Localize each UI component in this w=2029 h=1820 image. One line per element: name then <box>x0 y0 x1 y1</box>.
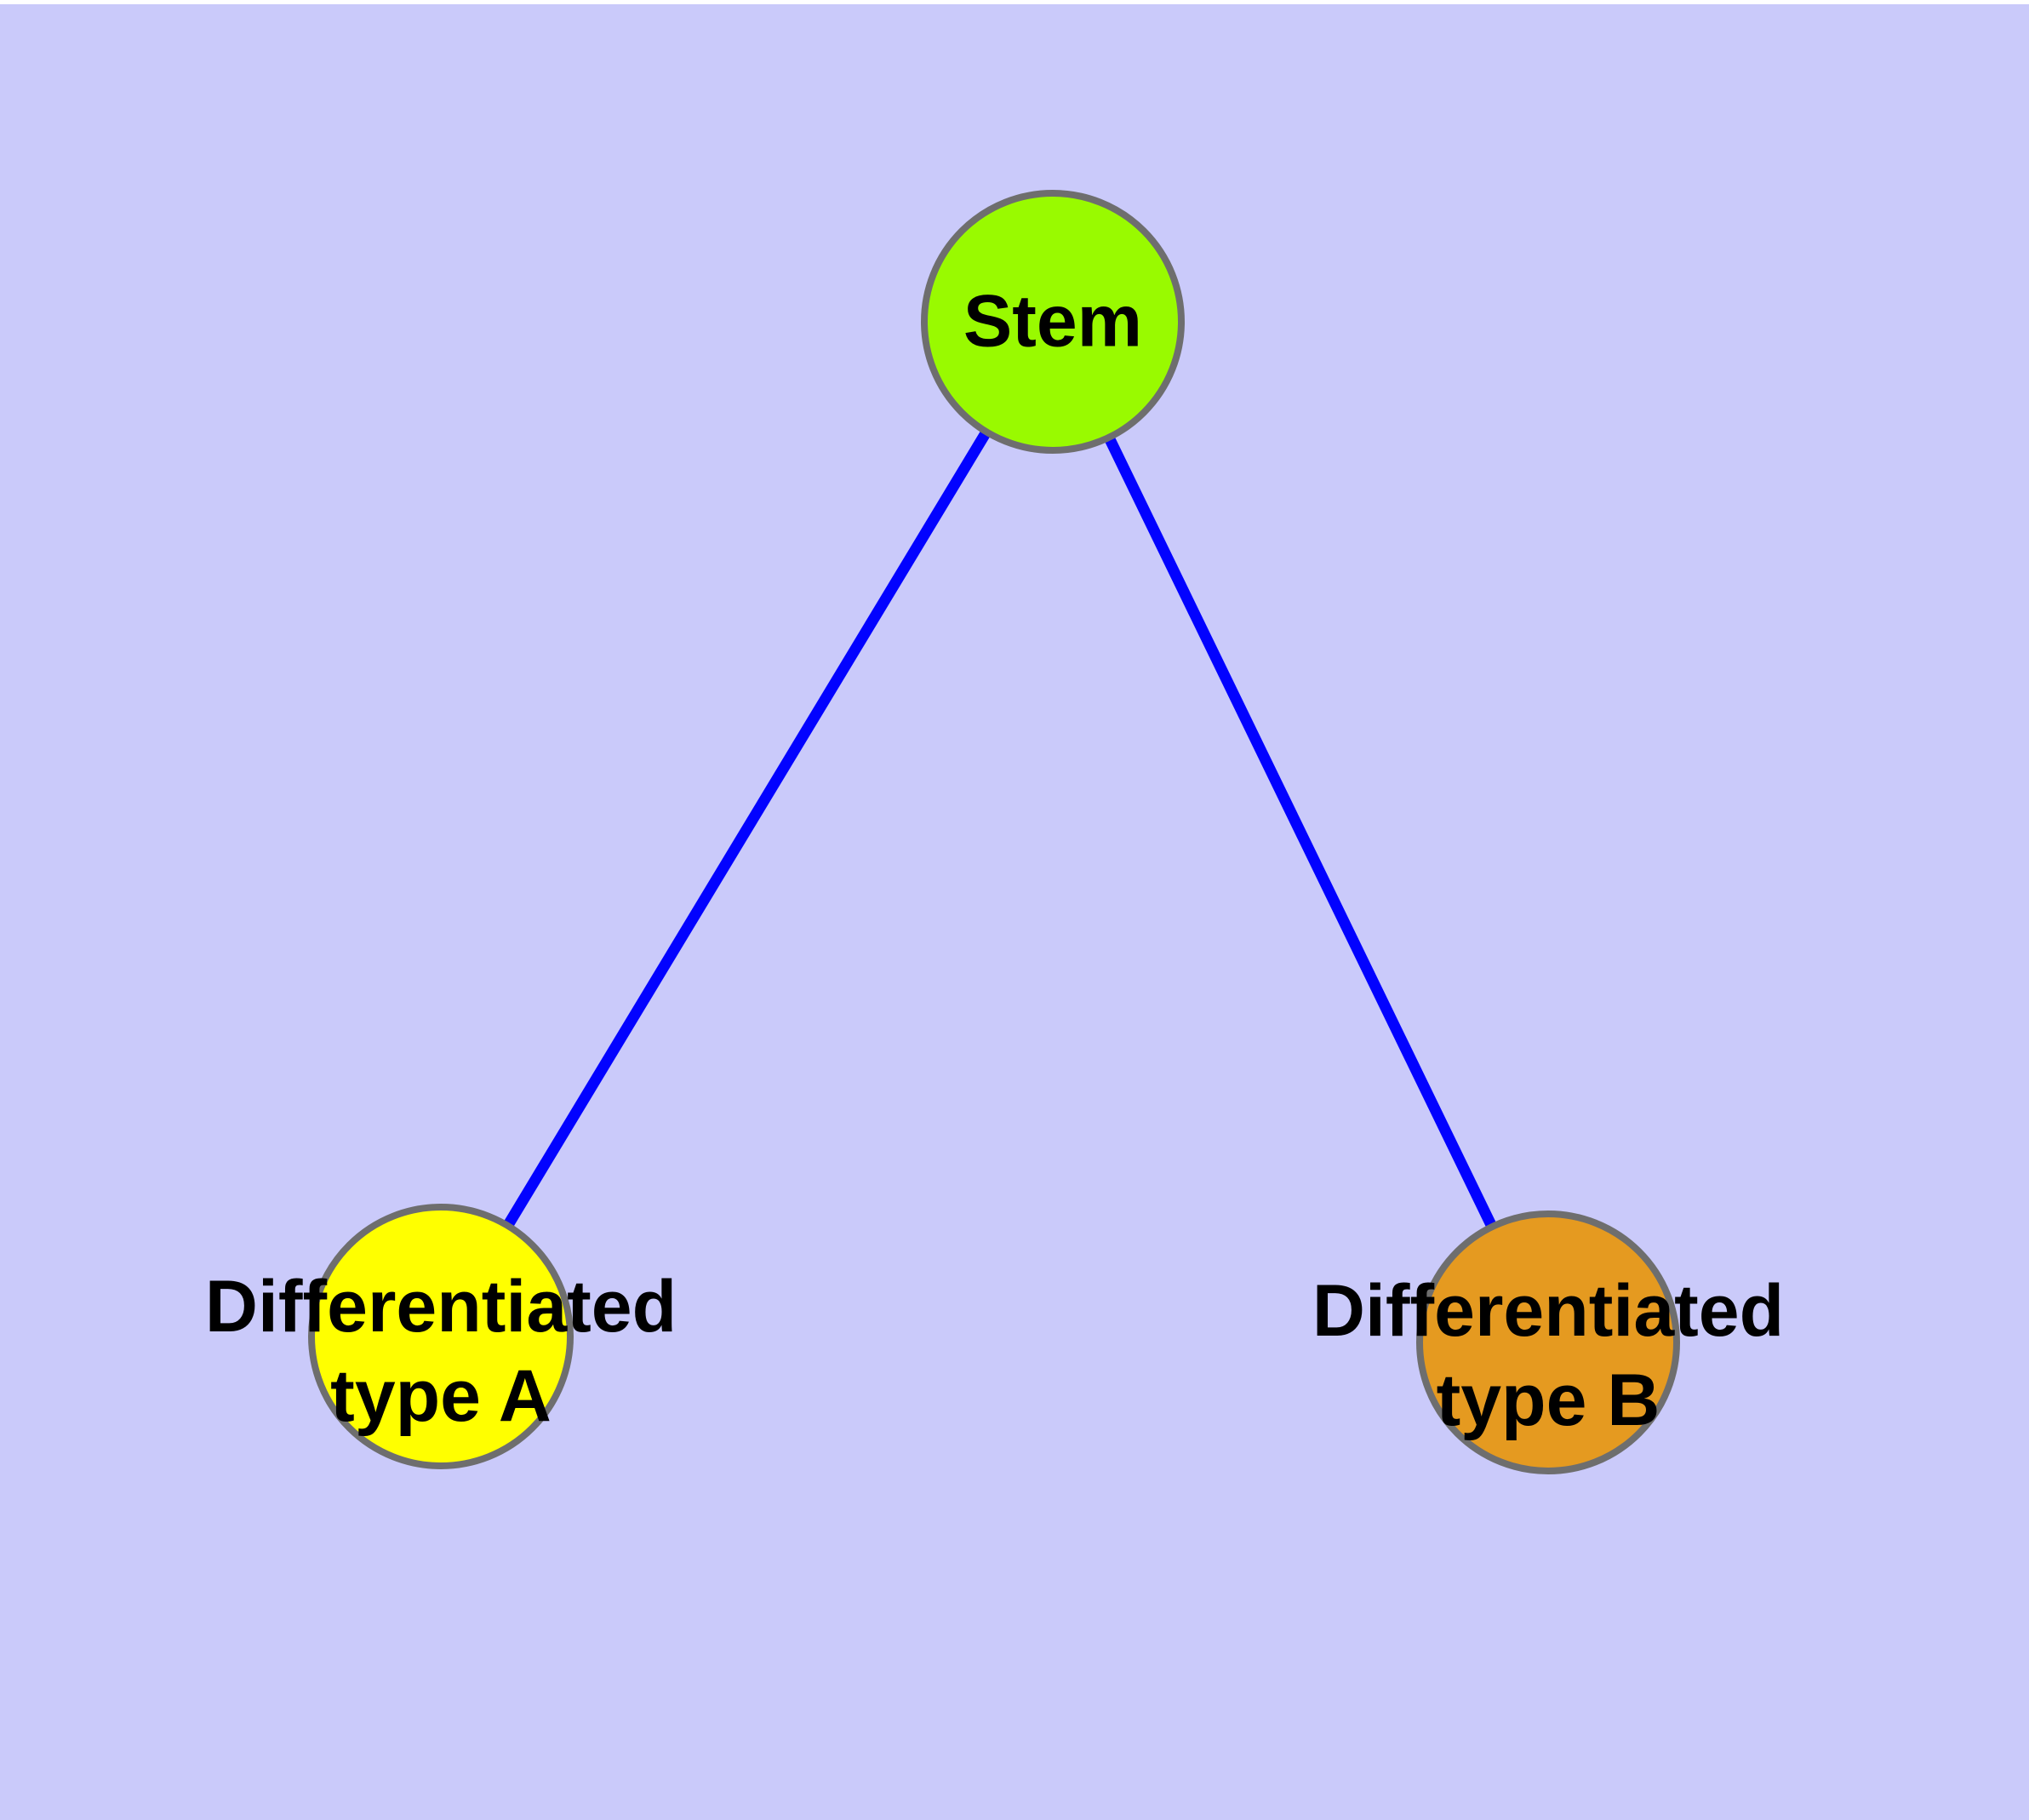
node-stem-label: Stem <box>963 278 1142 367</box>
node-differentiated-type-a-label-line-1: Differentiated <box>204 1266 677 1348</box>
node-differentiated-type-b-label-line-1: Differentiated <box>1312 1270 1785 1353</box>
node-differentiated-type-b-label-line-2: type B <box>1436 1359 1660 1441</box>
edge-stem-to-differentiated-type-a <box>436 318 1058 1340</box>
node-stem-label-line-1: Stem <box>963 280 1143 363</box>
node-differentiated-type-a-label-line-2: type A <box>330 1355 552 1437</box>
edge-stem-to-differentiated-type-b <box>1048 319 1553 1345</box>
node-differentiated-type-a-circle <box>308 1204 574 1469</box>
node-stem-circle <box>921 190 1185 454</box>
node-differentiated-type-b-circle <box>1416 1210 1680 1474</box>
graph-svg <box>308 190 1680 1474</box>
